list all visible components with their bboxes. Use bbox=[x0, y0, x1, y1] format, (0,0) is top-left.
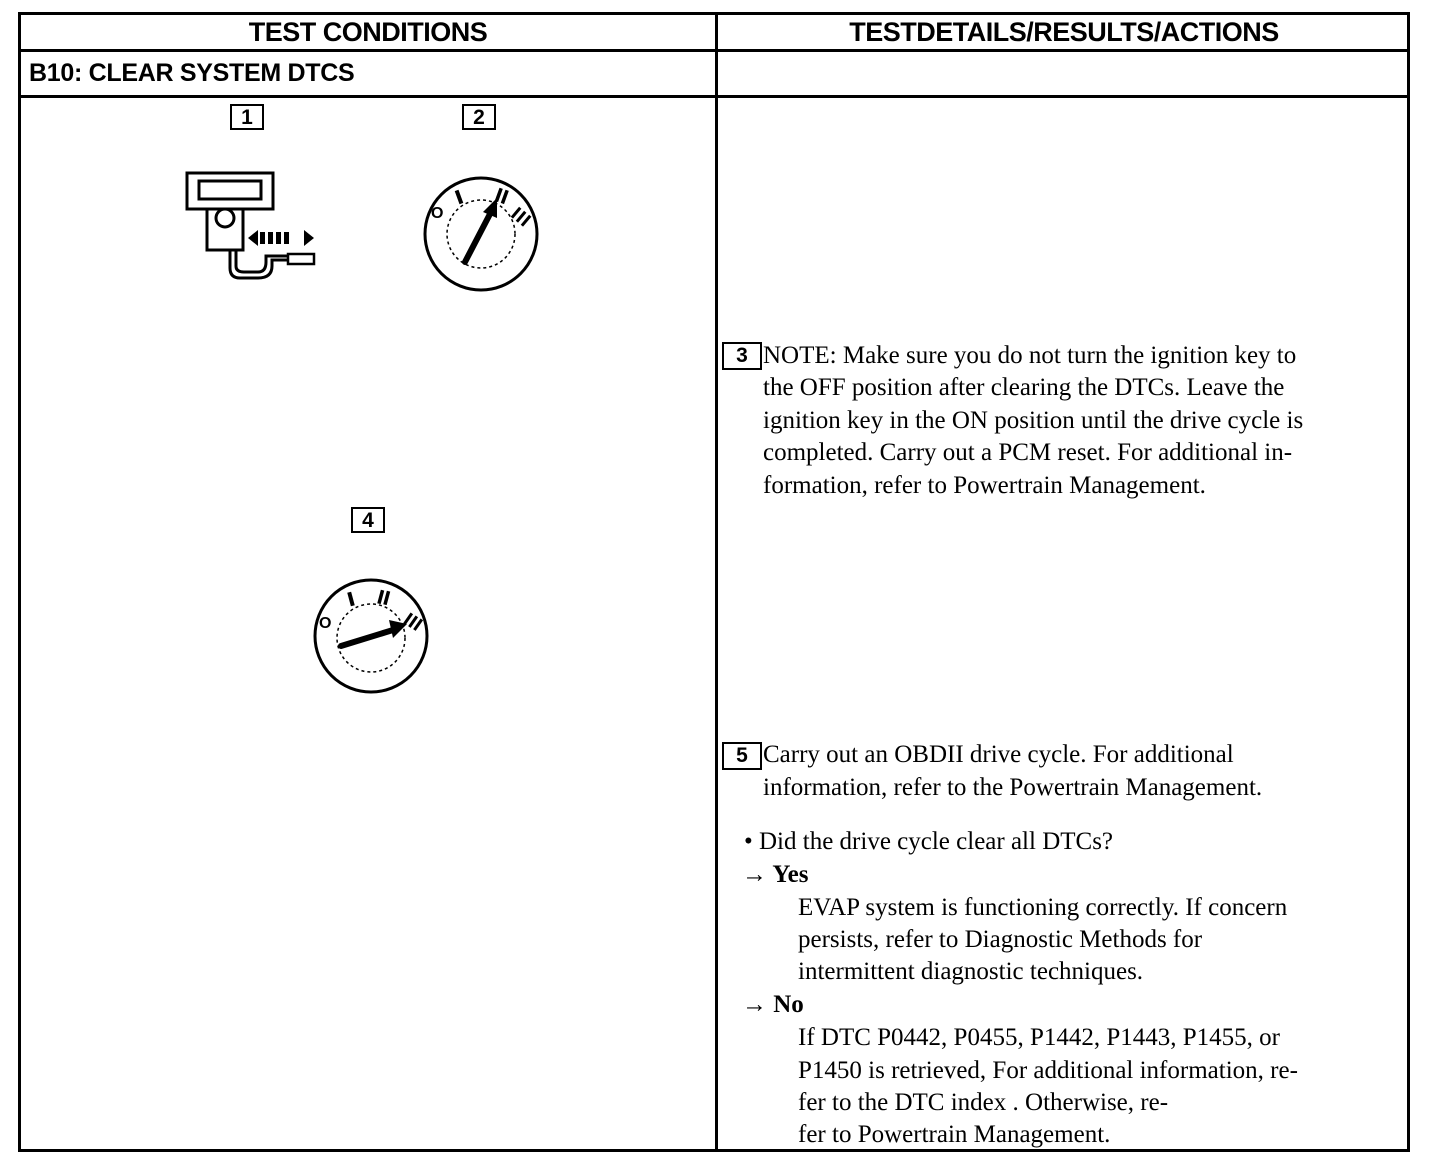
header-test-details: TESTDETAILS/RESULTS/ACTIONS bbox=[849, 16, 1279, 47]
column-divider bbox=[715, 15, 718, 1149]
step-5-number: 5 bbox=[722, 742, 762, 770]
step-5-line-2: information, refer to the Powertrain Man… bbox=[763, 774, 1263, 801]
header-divider bbox=[21, 49, 1407, 52]
ignition-start-icon: O bbox=[313, 578, 429, 694]
no-line-3: fer to the DTC index . Otherwise, re- bbox=[798, 1089, 1169, 1116]
section-title: B10: CLEAR SYSTEM DTCS bbox=[29, 58, 355, 87]
svg-text:O: O bbox=[319, 615, 331, 632]
no-line-1: If DTC P0442, P0455, P1442, P1443, P1455… bbox=[798, 1024, 1280, 1051]
header-test-conditions: TEST CONDITIONS bbox=[248, 16, 488, 47]
yes-line-2: persists, refer to Diagnostic Methods fo… bbox=[798, 926, 1203, 953]
section-divider bbox=[21, 95, 1407, 98]
yes-line-1: EVAP system is functioning correctly. If… bbox=[798, 894, 1288, 921]
no-line-2: P1450 is retrieved, For additional infor… bbox=[798, 1057, 1298, 1084]
step-5-question: • Did the drive cycle clear all DTCs? bbox=[744, 828, 1114, 855]
step-3-line-1: NOTE: Make sure you do not turn the igni… bbox=[763, 342, 1297, 369]
step-1-number: 1 bbox=[230, 104, 264, 130]
ignition-on-icon: O bbox=[423, 176, 539, 292]
diagnostic-table: TEST CONDITIONS TESTDETAILS/RESULTS/ACTI… bbox=[18, 12, 1410, 1152]
step-5-line-1: Carry out an OBDII drive cycle. For addi… bbox=[763, 741, 1234, 768]
step-2-number: 2 bbox=[462, 104, 496, 130]
step-3-line-5: formation, refer to Powertrain Managemen… bbox=[763, 472, 1206, 499]
scan-tool-connect-icon bbox=[185, 171, 316, 280]
step-3-line-4: completed. Carry out a PCM reset. For ad… bbox=[763, 439, 1293, 466]
no-line-4: fer to Powertrain Management. bbox=[798, 1121, 1111, 1148]
svg-text:O: O bbox=[431, 205, 443, 222]
yes-line-3: intermittent diagnostic techniques. bbox=[798, 958, 1144, 985]
step-3-line-2: the OFF position after clearing the DTCs… bbox=[763, 374, 1285, 401]
step-4-number: 4 bbox=[351, 507, 385, 533]
step-3-number: 3 bbox=[722, 342, 762, 370]
step-3-line-3: ignition key in the ON position until th… bbox=[763, 407, 1304, 434]
no-label: → No bbox=[742, 991, 804, 1018]
yes-label: → Yes bbox=[742, 861, 809, 888]
